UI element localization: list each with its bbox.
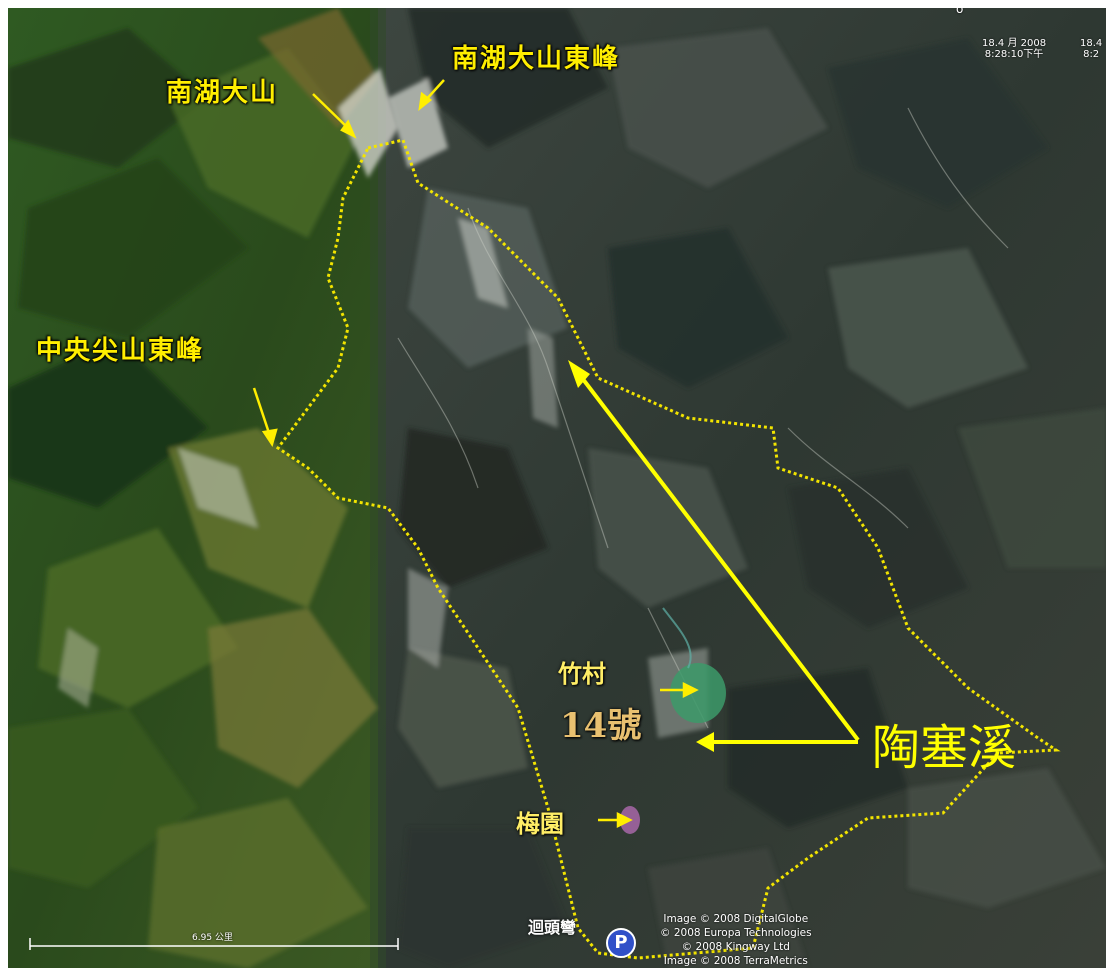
credit-line: Image © 2008 TerraMetrics [663, 955, 808, 967]
scale-bar [29, 938, 399, 950]
scale-text: 6.95 公里 [192, 933, 233, 943]
label-nanhu-main: 南湖大山 [166, 78, 279, 108]
label-nanhu-east: 南湖大山東峰 [452, 44, 621, 74]
label-zhucun-number: 14號 [560, 706, 642, 746]
hiking-route [275, 138, 1061, 960]
credit-line: Image © 2008 DigitalGlobe [663, 913, 809, 925]
satellite-map[interactable]: 南湖大山 南湖大山東峰 中央尖山東峰 竹村 14號 梅園 陶塞溪 迴頭彎 P 1… [8, 8, 1106, 968]
corner-mark: ő [956, 8, 964, 16]
date-stamp-1-line1: 18.4 月 2008 [982, 38, 1047, 49]
date-stamp-1-line2: 8:28:10下午 [984, 49, 1044, 60]
arrow-head-upper [568, 360, 590, 388]
label-taosai-creek: 陶塞溪 [872, 720, 1017, 776]
arrow-head-zhucun [696, 732, 714, 752]
label-meiyuan: 梅園 [516, 809, 564, 838]
label-uturn: 迴頭彎 [528, 918, 577, 937]
credit-line: © 2008 Kingway Ltd [681, 941, 790, 953]
date-stamp-2-line1: 18.4 [1080, 38, 1103, 49]
date-stamp-2: 18.4 8:2 [1080, 38, 1102, 60]
terrain-imagery [8, 8, 1106, 968]
label-zhongyang-east: 中央尖山東峰 [36, 336, 205, 366]
date-stamp-1: 18.4 月 2008 8:28:10下午 [982, 38, 1046, 60]
label-zhucun: 竹村 [558, 659, 606, 688]
credit-line: © 2008 Europa Technologies [660, 927, 812, 939]
reservoir [670, 663, 726, 723]
parking-icon[interactable]: P [606, 928, 636, 958]
date-stamp-2-line2: 8:2 [1083, 49, 1100, 60]
imagery-credits: Image © 2008 DigitalGlobe © 2008 Europa … [660, 912, 812, 968]
arrow-to-upper-creek [574, 368, 860, 742]
